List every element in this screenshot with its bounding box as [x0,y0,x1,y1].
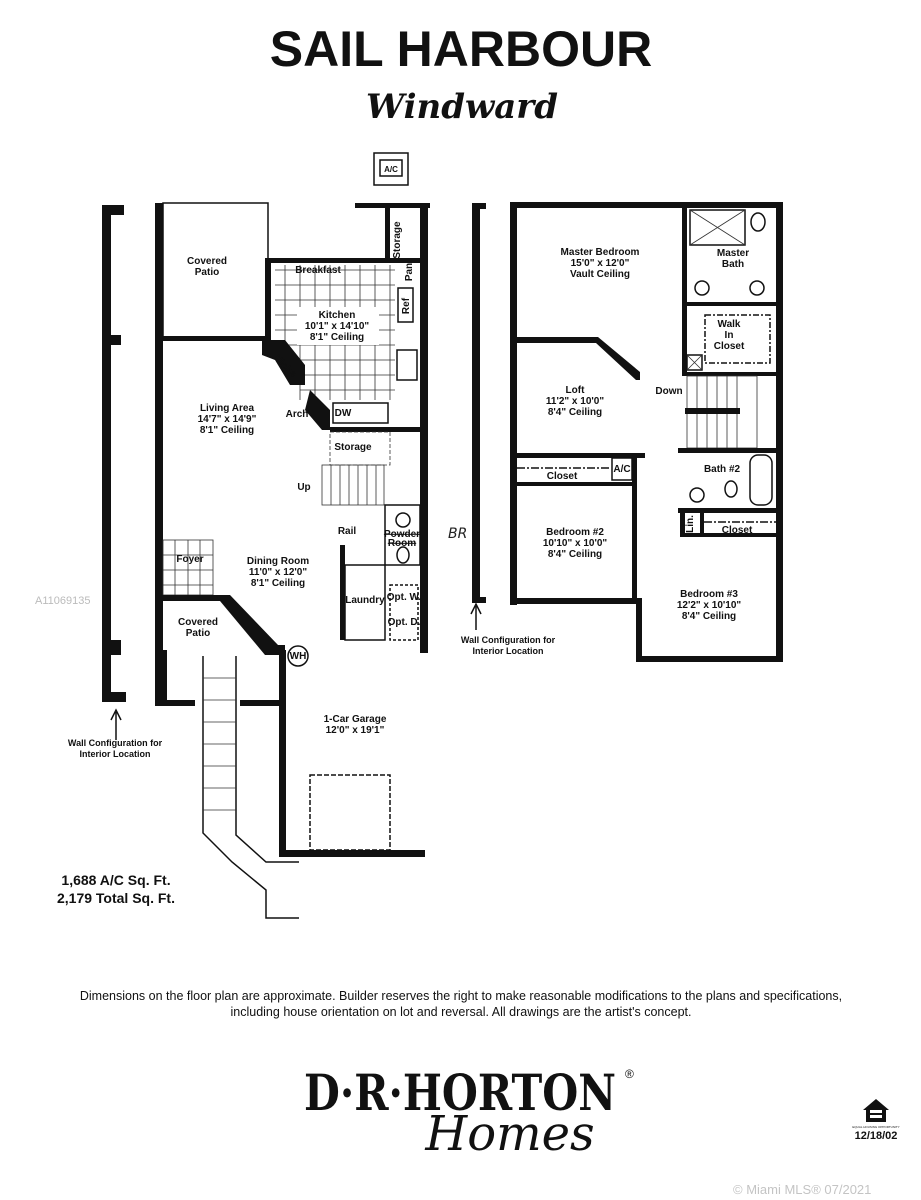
svg-text:Powder: Powder [384,529,420,540]
svg-text:Opt. D.: Opt. D. [388,617,421,628]
svg-text:D·R·HORTON: D·R·HORTON [304,1063,616,1122]
first-floor-plan: Covered Patio Breakfast Kitchen 10'1" x … [155,202,467,919]
svg-text:Rail: Rail [338,526,357,537]
dr-horton-logo: D·R·HORTON ® Homes [304,1063,634,1162]
svg-text:Interior Location: Interior Location [472,646,543,656]
svg-text:8'1" Ceiling: 8'1" Ceiling [251,578,305,589]
svg-text:8'1" Ceiling: 8'1" Ceiling [310,332,364,343]
svg-text:Wall Configuration for: Wall Configuration for [461,635,556,645]
svg-text:Bath: Bath [722,259,744,270]
svg-text:Covered: Covered [178,617,218,628]
svg-text:14'7" x 14'9": 14'7" x 14'9" [198,414,257,425]
svg-text:12'0" x 19'1": 12'0" x 19'1" [326,725,385,736]
svg-text:11'2" x 10'0": 11'2" x 10'0" [546,396,604,407]
svg-text:Opt. W.: Opt. W. [387,592,422,603]
svg-text:Room: Room [388,538,416,549]
svg-text:Kitchen: Kitchen [319,310,356,321]
svg-text:8'1" Ceiling: 8'1" Ceiling [200,425,254,436]
total-square-feet: 2,179 Total Sq. Ft. [57,890,175,906]
svg-text:EQUAL HOUSING OPPORTUNITY: EQUAL HOUSING OPPORTUNITY [852,1125,899,1129]
disclaimer-line-1: Dimensions on the floor plan are approxi… [80,989,842,1003]
svg-text:Master: Master [717,248,749,259]
svg-text:Covered: Covered [187,256,227,267]
svg-text:10'10" x 10'0": 10'10" x 10'0" [543,538,608,549]
svg-text:Ref: Ref [401,297,412,314]
svg-text:In: In [725,330,734,341]
svg-text:Lin.: Lin. [685,515,696,533]
svg-text:8'4" Ceiling: 8'4" Ceiling [548,407,602,418]
svg-text:Laundry: Laundry [345,595,385,606]
svg-text:Master Bedroom: Master Bedroom [561,247,640,258]
second-floor-plan: Master Bedroom 15'0" x 12'0" Vault Ceili… [510,202,783,662]
mls-watermark: © Miami MLS® 07/2021 [733,1182,871,1197]
svg-text:Bedroom #3: Bedroom #3 [680,589,738,600]
svg-text:12'2" x 10'10": 12'2" x 10'10" [677,600,742,611]
svg-text:Arch: Arch [286,409,309,420]
ac-square-feet: 1,688 A/C Sq. Ft. [61,872,170,888]
plan-date: 12/18/02 [855,1130,898,1142]
ac-unit-icon: A/C [373,152,409,186]
svg-text:8'4" Ceiling: 8'4" Ceiling [548,549,602,560]
svg-text:Foyer: Foyer [176,554,203,565]
svg-text:Interior Location: Interior Location [79,749,150,759]
svg-text:Bath #2: Bath #2 [704,464,741,475]
svg-text:Homes: Homes [424,1106,594,1162]
svg-text:Pan: Pan [404,263,415,281]
svg-text:Down: Down [655,386,682,397]
svg-text:Closet: Closet [714,341,745,352]
svg-text:Loft: Loft [566,385,586,396]
svg-text:11'0" x 12'0": 11'0" x 12'0" [249,567,307,578]
svg-text:®: ® [625,1067,634,1081]
svg-text:Closet: Closet [547,471,578,482]
page-title: SAIL HARBOUR [270,21,652,77]
svg-text:WH: WH [290,651,307,662]
svg-text:1-Car Garage: 1-Car Garage [324,714,387,725]
disclaimer-line-2: including house orientation on lot and r… [231,1005,692,1019]
svg-text:A/C: A/C [613,464,630,475]
svg-text:10'1" x 14'10": 10'1" x 14'10" [305,321,370,332]
svg-text:Wall Configuration for: Wall Configuration for [68,738,163,748]
svg-text:A/C: A/C [384,165,398,174]
svg-text:Up: Up [297,482,310,493]
svg-text:DW: DW [335,408,352,419]
svg-text:Living Area: Living Area [200,403,255,414]
svg-text:BR: BR [448,526,467,542]
svg-text:Storage: Storage [334,442,372,453]
listing-id-watermark: A11069135 [35,595,90,607]
svg-text:Dining Room: Dining Room [247,556,309,567]
wall-configuration-right: Wall Configuration for Interior Location [461,203,556,656]
svg-text:Storage: Storage [392,221,403,259]
wall-configuration-left: Wall Configuration for Interior Location [68,205,163,759]
svg-text:Bedroom #2: Bedroom #2 [546,527,604,538]
svg-text:Patio: Patio [195,267,219,278]
svg-text:Walk: Walk [718,319,741,330]
svg-text:Patio: Patio [186,628,210,639]
svg-text:15'0" x 12'0": 15'0" x 12'0" [571,258,630,269]
equal-housing-icon: EQUAL HOUSING OPPORTUNITY [852,1099,900,1129]
svg-text:Breakfast: Breakfast [295,265,341,276]
model-name: Windward [366,87,558,127]
svg-text:Closet: Closet [722,525,753,536]
svg-text:Vault Ceiling: Vault Ceiling [570,269,630,280]
svg-text:8'4" Ceiling: 8'4" Ceiling [682,611,736,622]
